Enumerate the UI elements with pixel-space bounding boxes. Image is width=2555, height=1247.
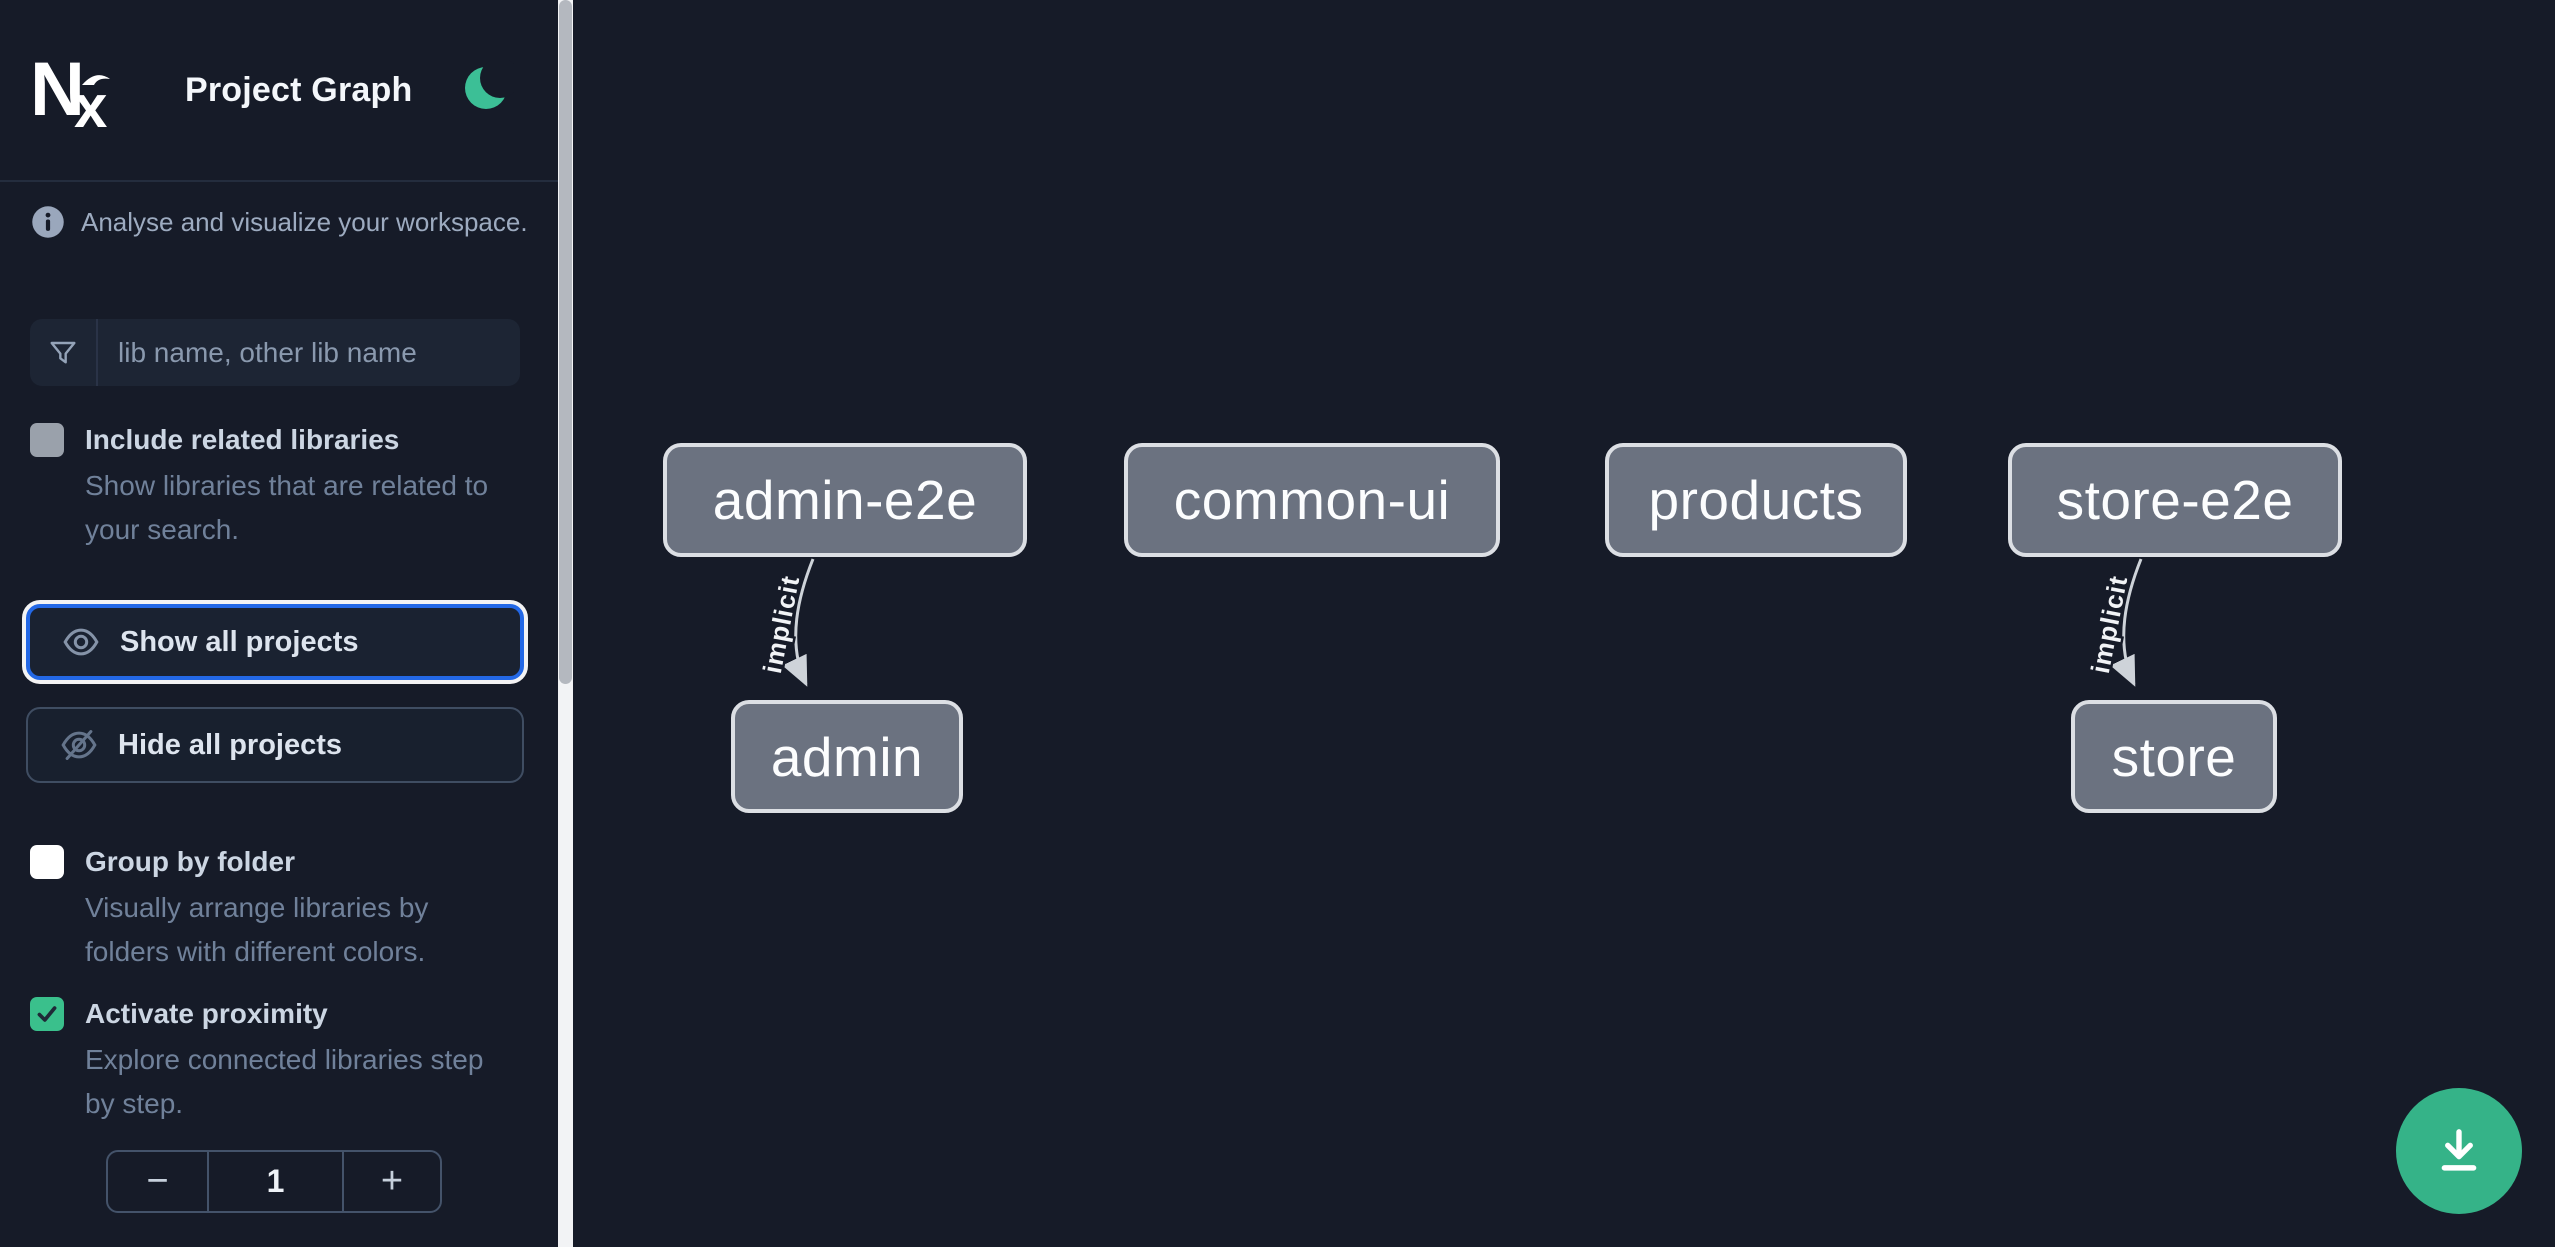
filter-icon: [50, 341, 76, 364]
download-icon: [2441, 1129, 2477, 1171]
hide-all-projects-label: Hide all projects: [118, 728, 343, 761]
sidebar-scrollbar-track[interactable]: [558, 0, 573, 1247]
graph-node-common-ui[interactable]: common-ui: [1124, 443, 1500, 557]
activate-proximity-description: Explore connected libraries step by step…: [85, 1044, 484, 1119]
graph-node-store[interactable]: store: [2071, 700, 2277, 813]
tagline-row: Analyse and visualize your workspace.: [30, 204, 528, 240]
search-box: [30, 319, 520, 386]
graph-node-products[interactable]: products: [1605, 443, 1907, 557]
search-input[interactable]: [98, 319, 520, 386]
hide-all-projects-button[interactable]: Hide all projects: [26, 707, 524, 783]
eye-icon: [63, 628, 99, 656]
proximity-depth-value: 1: [266, 1163, 285, 1199]
graph-canvas[interactable]: [573, 0, 2555, 1247]
include-related-option: Include related libraries Show libraries…: [30, 420, 520, 552]
moon-icon: [465, 58, 520, 109]
tagline-text: Analyse and visualize your workspace.: [81, 206, 528, 237]
eye-off-icon: [61, 730, 97, 760]
show-all-projects-button[interactable]: Show all projects: [26, 604, 524, 680]
show-all-projects-label: Show all projects: [120, 625, 359, 658]
decrement-button[interactable]: −: [108, 1152, 209, 1211]
include-related-label[interactable]: Include related libraries: [85, 424, 400, 455]
group-by-folder-option: Group by folder Visually arrange librari…: [30, 842, 520, 974]
graph-node-store-e2e[interactable]: store-e2e: [2008, 443, 2342, 557]
group-by-folder-description: Visually arrange libraries by folders wi…: [85, 892, 429, 967]
activate-proximity-label[interactable]: Activate proximity: [85, 998, 328, 1029]
nx-logo: N x: [30, 49, 110, 131]
sidebar: N x Project Graph Analyse and visualize …: [0, 0, 558, 1247]
info-icon: [32, 206, 64, 238]
graph-node-admin[interactable]: admin: [731, 700, 963, 813]
proximity-depth-stepper: − 1 +: [106, 1150, 442, 1213]
include-related-checkbox[interactable]: [30, 423, 64, 457]
page-title: Project Graph: [185, 70, 413, 109]
theme-toggle-button[interactable]: [462, 58, 520, 112]
check-icon: [37, 1006, 57, 1022]
filter-icon-cell: [30, 319, 98, 386]
increment-button[interactable]: +: [342, 1152, 440, 1211]
download-graph-button[interactable]: [2396, 1088, 2522, 1214]
activate-proximity-option: Activate proximity Explore connected lib…: [30, 994, 520, 1126]
activate-proximity-checkbox[interactable]: [30, 997, 64, 1031]
group-by-folder-label[interactable]: Group by folder: [85, 846, 295, 877]
svg-text:N: N: [30, 49, 85, 131]
include-related-description: Show libraries that are related to your …: [85, 470, 489, 545]
sidebar-scrollbar-thumb[interactable]: [559, 0, 572, 684]
group-by-folder-checkbox[interactable]: [30, 845, 64, 879]
graph-node-admin-e2e[interactable]: admin-e2e: [663, 443, 1027, 557]
header-divider: [0, 180, 558, 182]
sidebar-header: N x Project Graph: [0, 0, 558, 180]
